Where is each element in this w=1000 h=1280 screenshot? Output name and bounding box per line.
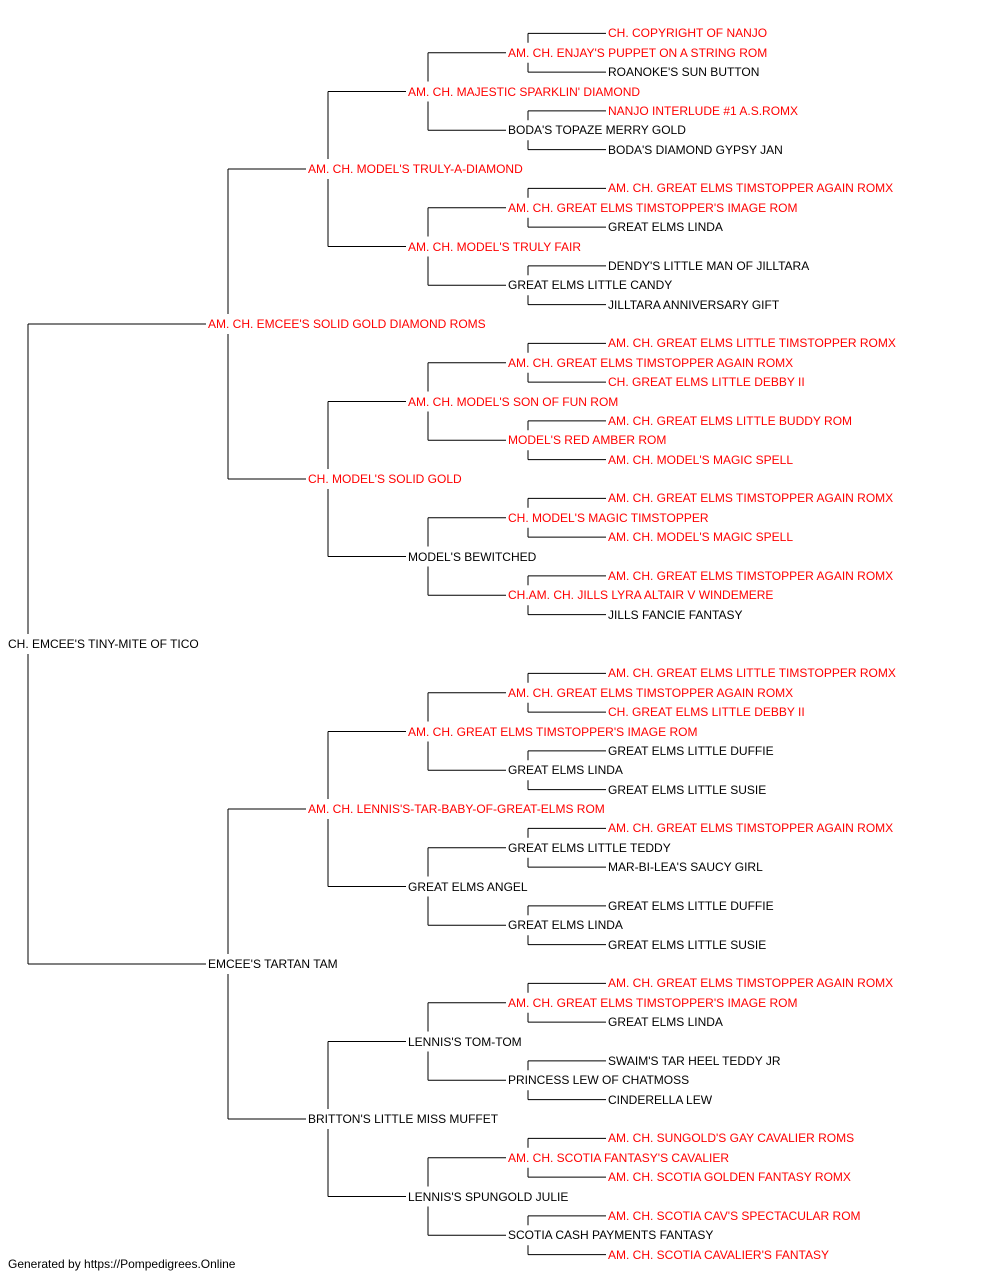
pedigree-entry-gen2: AM. CH. MODEL'S TRULY-A-DIAMOND (308, 162, 523, 176)
pedigree-entry-gen5: ROANOKE'S SUN BUTTON (608, 65, 760, 80)
pedigree-entry-gen5: CINDERELLA LEW (608, 1092, 713, 1107)
pedigree-entry-gen5: GREAT ELMS LITTLE DUFFIE (608, 743, 774, 758)
pedigree-entry-gen4: BODA'S TOPAZE MERRY GOLD (508, 123, 686, 138)
pedigree-entry-gen3: LENNIS'S SPUNGOLD JULIE (408, 1189, 569, 1204)
pedigree-entry-gen1: AM. CH. EMCEE'S SOLID GOLD DIAMOND ROMS (208, 317, 486, 331)
pedigree-entry-gen3: MODEL'S BEWITCHED (408, 549, 537, 564)
pedigree-entry-gen5: DENDY'S LITTLE MAN OF JILLTARA (608, 258, 810, 273)
pedigree-entry-gen2: BRITTON'S LITTLE MISS MUFFET (308, 1112, 499, 1126)
pedigree-entry-gen5: GREAT ELMS LINDA (608, 220, 723, 235)
pedigree-entry-gen4: AM. CH. ENJAY'S PUPPET ON A STRING ROM (508, 45, 768, 60)
pedigree-entry-gen4: GREAT ELMS LINDA (508, 763, 623, 778)
pedigree-entry-gen3: AM. CH. GREAT ELMS TIMSTOPPER'S IMAGE RO… (408, 724, 698, 739)
pedigree-entry-gen5: GREAT ELMS LINDA (608, 1015, 723, 1030)
pedigree-entry-gen5: AM. CH. GREAT ELMS TIMSTOPPER AGAIN ROMX (608, 491, 894, 506)
pedigree-entry-gen4: MODEL'S RED AMBER ROM (508, 433, 667, 448)
pedigree-entry-gen5: AM. CH. GREAT ELMS LITTLE TIMSTOPPER ROM… (608, 336, 896, 351)
pedigree-entry-gen4: AM. CH. SCOTIA FANTASY'S CAVALIER (508, 1150, 730, 1165)
pedigree-entry-gen4: PRINCESS LEW OF CHATMOSS (508, 1073, 690, 1088)
pedigree-entry-gen5: CH. GREAT ELMS LITTLE DEBBY II (608, 375, 805, 390)
pedigree-entry-gen4: CH. MODEL'S MAGIC TIMSTOPPER (508, 510, 709, 525)
pedigree-entry-gen2: AM. CH. LENNIS'S-TAR-BABY-OF-GREAT-ELMS … (308, 802, 605, 816)
pedigree-entry-gen3: AM. CH. MODEL'S SON OF FUN ROM (408, 394, 619, 409)
pedigree-entry-gen4: AM. CH. GREAT ELMS TIMSTOPPER'S IMAGE RO… (508, 200, 798, 215)
pedigree-entry-gen4: GREAT ELMS LITTLE TEDDY (508, 840, 671, 855)
pedigree-entry-gen4: SCOTIA CASH PAYMENTS FANTASY (508, 1228, 714, 1243)
pedigree-entry-gen5: AM. CH. GREAT ELMS LITTLE TIMSTOPPER ROM… (608, 666, 896, 681)
pedigree-entry-gen5: MAR-BI-LEA'S SAUCY GIRL (608, 860, 763, 875)
pedigree-entry-gen5: AM. CH. SUNGOLD'S GAY CAVALIER ROMS (608, 1131, 855, 1146)
pedigree-entry-gen5: SWAIM'S TAR HEEL TEDDY JR (608, 1053, 781, 1068)
pedigree-entry-gen3: LENNIS'S TOM-TOM (408, 1034, 522, 1049)
pedigree-entry-gen5: AM. CH. GREAT ELMS TIMSTOPPER AGAIN ROMX (608, 181, 894, 196)
pedigree-entry-gen4: AM. CH. GREAT ELMS TIMSTOPPER AGAIN ROMX (508, 355, 794, 370)
pedigree-entry-gen4: CH.AM. CH. JILLS LYRA ALTAIR V WINDEMERE (508, 588, 774, 603)
pedigree-entry-gen5: AM. CH. GREAT ELMS TIMSTOPPER AGAIN ROMX (608, 568, 894, 583)
pedigree-entry-gen5: CH. GREAT ELMS LITTLE DEBBY II (608, 705, 805, 720)
pedigree-entry-gen2: CH. MODEL'S SOLID GOLD (308, 472, 462, 486)
pedigree-entry-gen3: AM. CH. MODEL'S TRULY FAIR (408, 239, 581, 254)
pedigree-entry-gen4: AM. CH. GREAT ELMS TIMSTOPPER'S IMAGE RO… (508, 995, 798, 1010)
pedigree-subject: CH. EMCEE'S TINY-MITE OF TICO (8, 637, 199, 651)
pedigree-entry-gen5: AM. CH. SCOTIA CAVALIER'S FANTASY (608, 1247, 830, 1262)
pedigree-entry-gen1: EMCEE'S TARTAN TAM (208, 957, 338, 971)
pedigree-entry-gen5: CH. COPYRIGHT OF NANJO (608, 26, 768, 41)
pedigree-entry-gen3: GREAT ELMS ANGEL (408, 879, 528, 894)
pedigree-entry-gen4: AM. CH. GREAT ELMS TIMSTOPPER AGAIN ROMX (508, 685, 794, 700)
pedigree-entry-gen3: AM. CH. MAJESTIC SPARKLIN' DIAMOND (408, 84, 641, 99)
pedigree-entry-gen5: AM. CH. GREAT ELMS TIMSTOPPER AGAIN ROMX (608, 976, 894, 991)
pedigree-entry-gen4: GREAT ELMS LINDA (508, 918, 623, 933)
generated-by-footer: Generated by https://Pompedigrees.Online (8, 1257, 236, 1271)
pedigree-entry-gen5: AM. CH. GREAT ELMS TIMSTOPPER AGAIN ROMX (608, 821, 894, 836)
pedigree-entry-gen5: BODA'S DIAMOND GYPSY JAN (608, 142, 783, 157)
pedigree-entry-gen4: GREAT ELMS LITTLE CANDY (508, 278, 673, 293)
pedigree-entry-gen5: NANJO INTERLUDE #1 A.S.ROMX (608, 103, 799, 118)
pedigree-entry-gen5: AM. CH. GREAT ELMS LITTLE BUDDY ROM (608, 413, 853, 428)
pedigree-entry-gen5: AM. CH. SCOTIA CAV'S SPECTACULAR ROM (608, 1208, 861, 1223)
pedigree-entry-gen5: AM. CH. SCOTIA GOLDEN FANTASY ROMX (608, 1170, 851, 1185)
pedigree-entry-gen5: JILLTARA ANNIVERSARY GIFT (608, 297, 780, 312)
pedigree-entry-gen5: JILLS FANCIE FANTASY (608, 607, 743, 622)
pedigree-entry-gen5: AM. CH. MODEL'S MAGIC SPELL (608, 530, 793, 545)
pedigree-entry-gen5: AM. CH. MODEL'S MAGIC SPELL (608, 452, 793, 467)
pedigree-entry-gen5: GREAT ELMS LITTLE SUSIE (608, 937, 767, 952)
pedigree-entry-gen5: GREAT ELMS LITTLE DUFFIE (608, 898, 774, 913)
pedigree-entry-gen5: GREAT ELMS LITTLE SUSIE (608, 782, 767, 797)
